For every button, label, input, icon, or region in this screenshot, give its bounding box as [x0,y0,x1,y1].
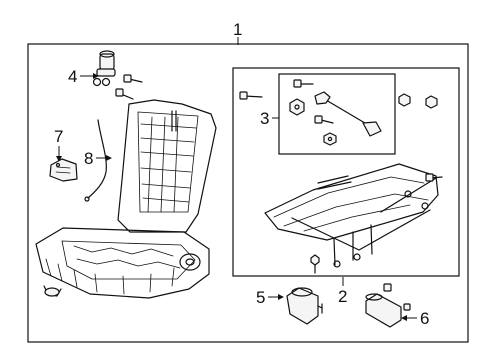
callout-2: 2 [338,287,347,306]
assembly-frame [27,43,469,343]
part-4-bolt-b [115,88,134,100]
track-assembly [264,163,439,268]
arrow-7 [56,156,62,162]
callout-7: 7 [54,127,63,146]
track-bolt-right [425,173,443,182]
callout-3: 3 [260,109,269,128]
arrow-8 [106,155,112,161]
track-assembly-box [232,67,460,277]
callout-8: 8 [84,149,93,168]
part-8-cable [84,119,107,202]
part-5-motor [286,287,323,325]
track-nut-right-a [398,93,411,107]
part-4-motor [92,50,116,87]
callout-6: 6 [420,309,429,328]
arrow-4 [93,73,99,79]
track-nut-right-b [425,95,438,109]
callout-1: 1 [233,20,242,39]
seat-frame [35,99,217,299]
callout-5: 5 [256,288,265,307]
track-bolt-left [239,91,263,100]
callout-4: 4 [68,67,77,86]
track-bolt-bottom [310,254,320,274]
arrow-5 [278,294,284,300]
part-7-bracket [49,158,78,182]
part-6-motor [365,283,411,328]
part-4-bolt-a [123,74,143,83]
arrow-6 [401,315,407,321]
part-3-adjuster-kit [289,79,382,146]
adjuster-kit-box [278,73,396,155]
